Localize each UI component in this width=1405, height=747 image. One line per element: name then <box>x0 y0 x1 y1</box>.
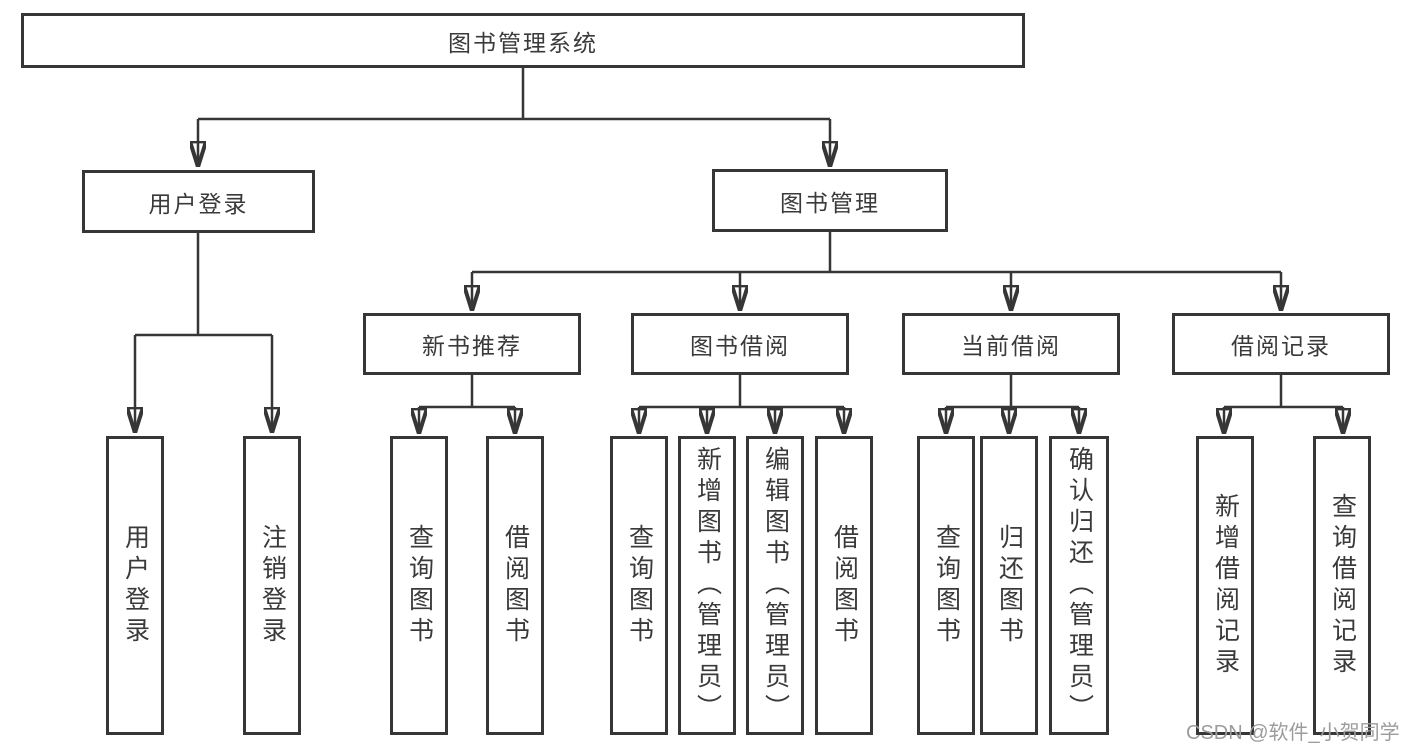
leaf-query-borrow-record: 查询借阅记录 <box>1313 436 1371 735</box>
leaf-label: 注销登录 <box>258 523 287 648</box>
leaf-borrow-query-books: 查询图书 <box>610 436 668 735</box>
leaf-edit-books-admin: 编辑图书（管理员） <box>746 436 804 735</box>
leaf-user-login: 用户登录 <box>106 436 164 735</box>
leaf-borrow-books: 借阅图书 <box>815 436 873 735</box>
connector-user-login-children <box>135 233 272 429</box>
node-borrowing-records: 借阅记录 <box>1172 313 1390 375</box>
node-library-management-system: 图书管理系统 <box>21 13 1025 68</box>
node-label: 借阅记录 <box>1231 333 1331 359</box>
leaf-label: 用户登录 <box>121 523 150 648</box>
leaf-label: 确认归还（管理员） <box>1065 446 1094 725</box>
leaf-add-books-admin: 新增图书（管理员） <box>678 436 736 735</box>
leaf-label: 编辑图书（管理员） <box>761 446 790 725</box>
connector-root-to-level1 <box>198 68 830 163</box>
leaf-label: 新增图书（管理员） <box>693 446 722 725</box>
leaf-label: 查询借阅记录 <box>1328 492 1357 679</box>
leaf-label: 查询图书 <box>625 523 654 648</box>
node-label: 当前借阅 <box>961 333 1061 359</box>
leaf-current-query-books: 查询图书 <box>917 436 975 735</box>
leaf-label: 查询图书 <box>405 523 434 648</box>
leaf-return-books: 归还图书 <box>980 436 1038 735</box>
node-book-management: 图书管理 <box>712 169 948 232</box>
node-label: 图书管理 <box>780 189 880 216</box>
node-label: 图书管理系统 <box>448 29 598 56</box>
node-new-book-recommendation: 新书推荐 <box>363 313 581 375</box>
connector-book-management-children <box>472 232 1281 307</box>
leaf-recommend-query-books: 查询图书 <box>390 436 448 735</box>
node-label: 图书借阅 <box>690 333 790 359</box>
node-user-login: 用户登录 <box>82 170 315 233</box>
node-label: 用户登录 <box>148 190 249 217</box>
connector-current-borrow-children <box>946 375 1079 430</box>
leaf-label: 查询图书 <box>932 523 961 648</box>
connector-new-book-recommend-children <box>419 375 515 430</box>
connector-borrow-records-children <box>1224 375 1343 430</box>
node-book-borrowing: 图书借阅 <box>631 313 849 375</box>
node-current-borrowing: 当前借阅 <box>902 313 1120 375</box>
leaf-label: 借阅图书 <box>501 523 530 648</box>
leaf-label: 借阅图书 <box>830 523 859 648</box>
node-label: 新书推荐 <box>422 333 522 359</box>
leaf-label: 归还图书 <box>995 523 1024 648</box>
connector-book-borrow-children <box>639 375 844 430</box>
csdn-watermark: CSDN @软件_小贺同学 <box>1186 722 1400 744</box>
leaf-recommend-borrow-books: 借阅图书 <box>486 436 544 735</box>
leaf-confirm-return-admin: 确认归还（管理员） <box>1049 436 1109 735</box>
leaf-label: 新增借阅记录 <box>1211 492 1240 679</box>
leaf-logout: 注销登录 <box>243 436 301 735</box>
leaf-add-borrow-record: 新增借阅记录 <box>1196 436 1254 735</box>
